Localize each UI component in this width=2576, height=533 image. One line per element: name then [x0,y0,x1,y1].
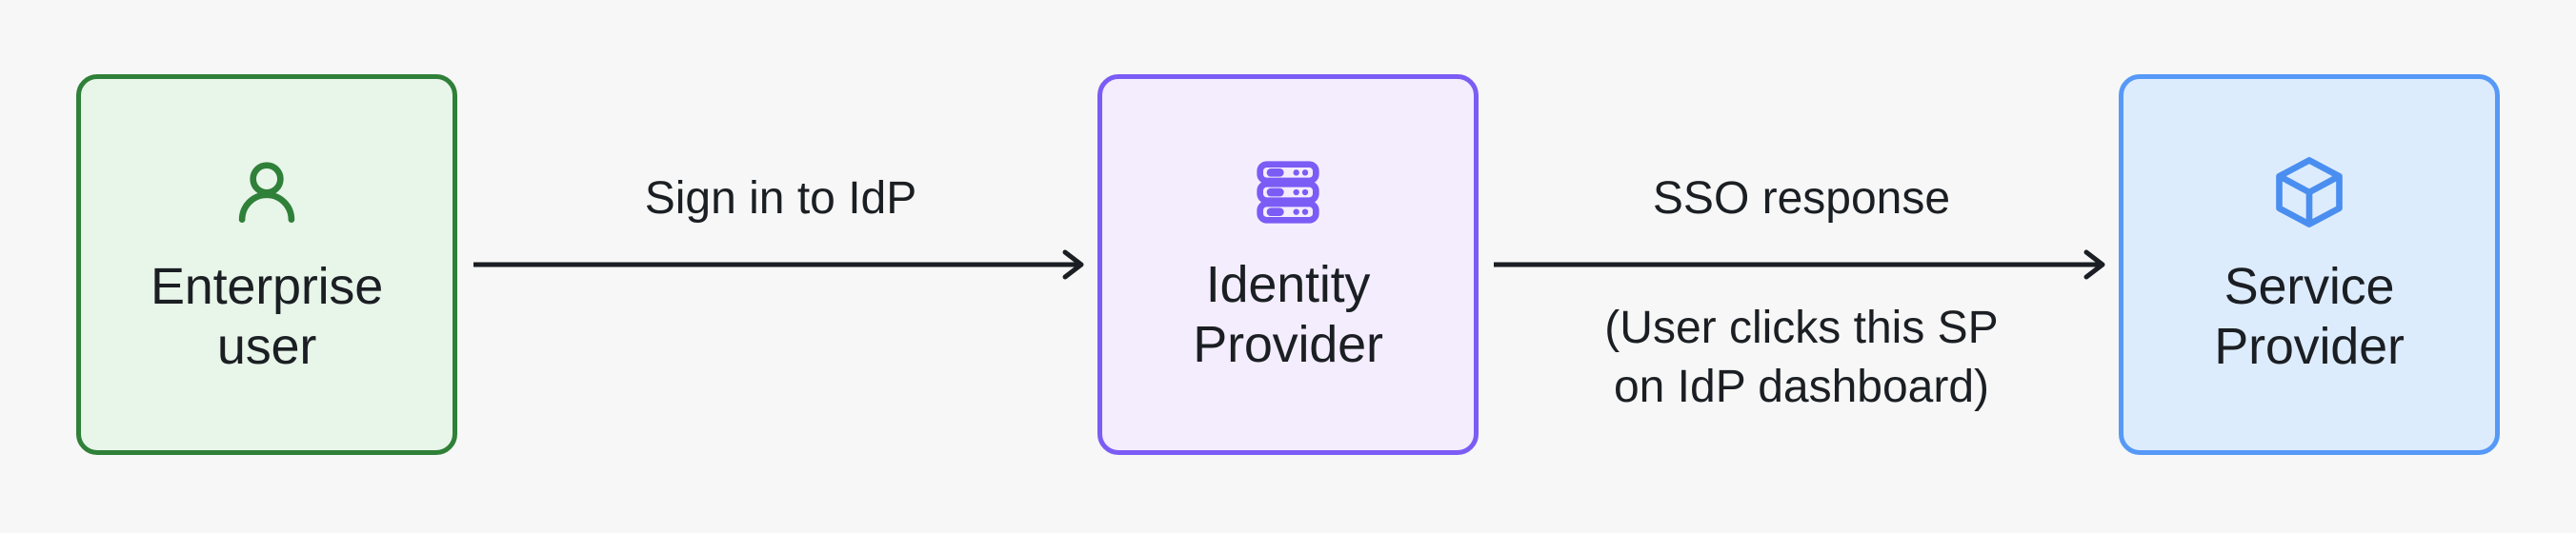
edge-label-user-clicks-this-sp: (User clicks this SP on IdP dashboard) [1604,303,1999,413]
node-label-service-provider: Service Provider [2214,257,2405,375]
arrow-idp-to-sp [1494,249,2105,280]
person-icon [227,152,307,232]
cube-icon [2269,152,2349,232]
edge-label-sign-in-to-idp: Sign in to IdP [644,173,917,224]
node-enterprise-user[interactable]: Enterprise user [76,74,457,455]
server-rack-icon [1250,154,1326,230]
node-label-identity-provider: Identity Provider [1193,255,1383,373]
node-identity-provider[interactable]: Identity Provider [1097,74,1479,455]
node-service-provider[interactable]: Service Provider [2119,74,2500,455]
edge-label-sso-response: SSO response [1652,173,1951,224]
arrow-user-to-idp [473,249,1084,280]
node-label-enterprise-user: Enterprise user [150,257,384,375]
